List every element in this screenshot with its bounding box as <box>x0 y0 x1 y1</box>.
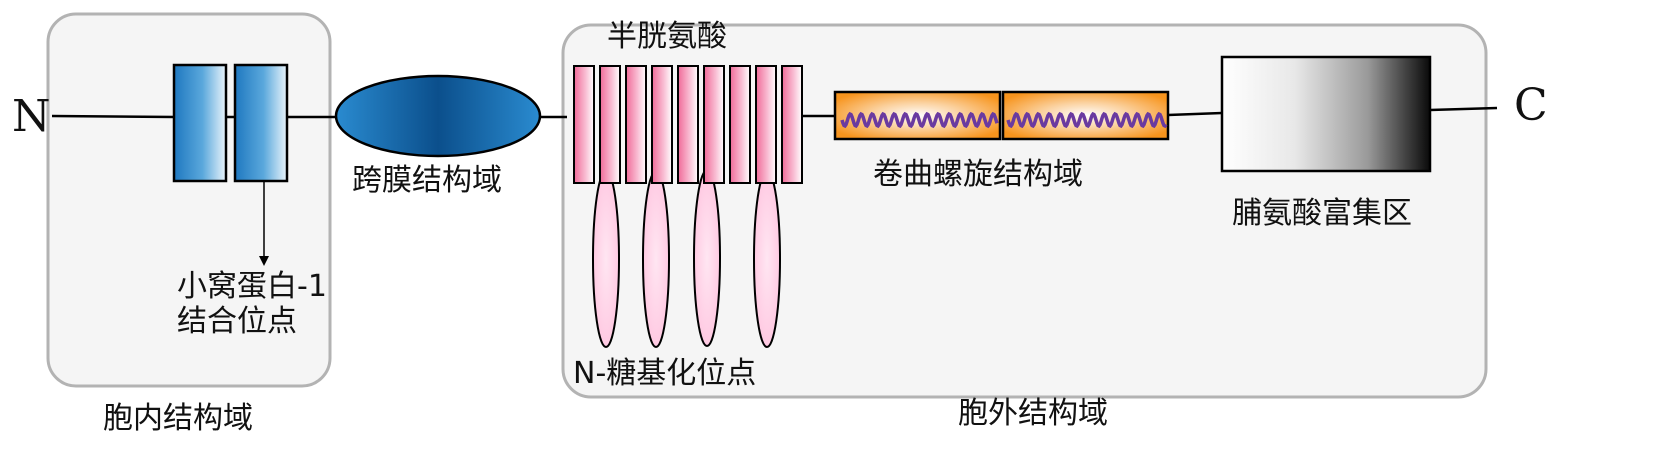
caveolin-binding-box <box>172 63 228 183</box>
cysteine-rect <box>781 65 803 184</box>
cysteine-repeats <box>573 65 803 184</box>
glycosylation-ellipse <box>693 169 721 347</box>
glycosylation-ellipse <box>642 170 670 348</box>
glycosylation-ellipse <box>753 170 781 348</box>
caveolin-arrow <box>259 181 269 266</box>
intracellular-caption: 胞内结构域 <box>103 401 253 436</box>
transmembrane-label: 跨膜结构域 <box>352 163 502 198</box>
backbone-line <box>51 106 1498 119</box>
caveolin-binding-box <box>233 63 289 183</box>
c-terminus: C <box>1514 80 1548 131</box>
glycosylation-label: N-糖基化位点 <box>573 356 756 391</box>
proline-rich-box <box>1220 55 1432 173</box>
coiled-coil-box <box>1001 90 1170 141</box>
caveolin-label-line1: 小窝蛋白-1 <box>177 269 327 304</box>
cysteine-rect <box>729 65 751 184</box>
n-terminus: N <box>12 91 51 142</box>
coiled-coil-label: 卷曲螺旋结构域 <box>873 157 1083 192</box>
cysteine-rect <box>677 65 699 184</box>
cysteine-rect <box>755 65 777 184</box>
transmembrane-domain <box>334 74 542 158</box>
helix-icon <box>1006 111 1168 129</box>
glycosylation-ellipse <box>592 170 620 348</box>
proline-label: 脯氨酸富集区 <box>1232 196 1412 231</box>
helix-icon <box>840 111 999 129</box>
cysteine-rect <box>651 65 673 184</box>
cysteine-rect <box>703 65 725 184</box>
cysteine-rect <box>625 65 647 184</box>
extracellular-caption: 胞外结构域 <box>958 396 1108 431</box>
cysteine-rect <box>573 65 595 184</box>
cysteine-label: 半胱氨酸 <box>607 19 727 54</box>
cysteine-rect <box>599 65 621 184</box>
caveolin-label-line2: 结合位点 <box>177 304 297 339</box>
